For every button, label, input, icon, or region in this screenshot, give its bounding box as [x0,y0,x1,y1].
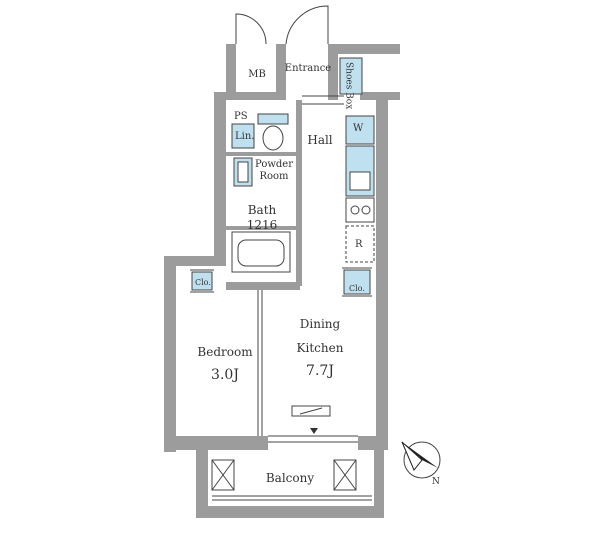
room-label-ps: PS [234,111,248,122]
room-label-w: W [353,123,364,134]
room-label-powder-1: Powder [254,159,294,170]
room-label-dining-size: 7.7J [306,363,334,379]
room-label-powder-2: Room [259,171,289,182]
compass [401,441,441,479]
compass-north-label: N [432,477,440,487]
room-label-bath-size: 1216 [246,218,278,232]
room-label-mb: MB [248,69,266,80]
room-label-bedroom: Bedroom [197,345,253,359]
room-label-hall: Hall [307,133,333,147]
room-label-shoes-box: Shoes Box [343,62,354,110]
fixtures [191,57,375,491]
room-label-bath: Bath [247,203,277,217]
room-label-balcony: Balcony [265,471,315,485]
room-label-dining: Dining [299,317,341,331]
room-label-bedroom-size: 3.0J [211,367,239,383]
room-label-clo-right: Clo. [349,284,365,293]
room-label-r: R [355,239,363,250]
walls [164,44,400,518]
room-label-clo-left: Clo. [195,278,211,287]
thin-lines [190,5,372,501]
room-label-kitchen: Kitchen [296,341,344,355]
room-label-entrance: Entrance [284,63,332,74]
room-label-lin: Lin. [235,131,255,142]
